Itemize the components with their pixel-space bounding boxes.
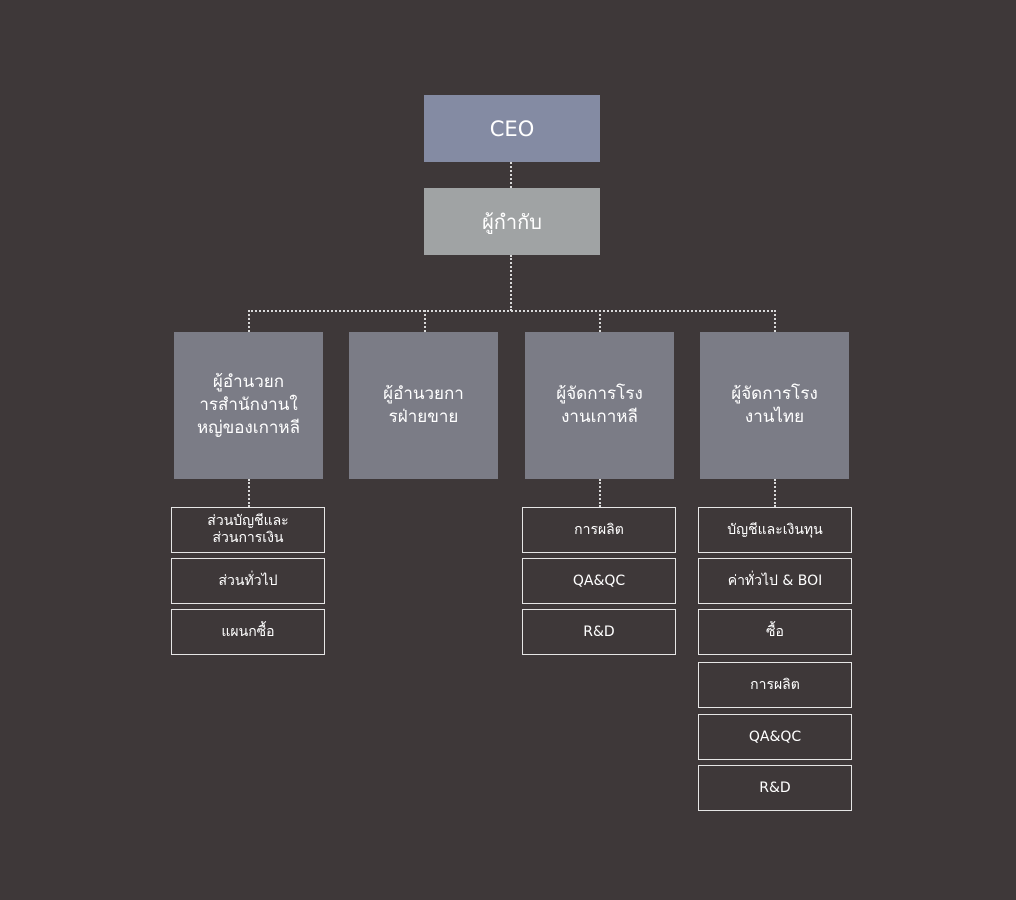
department-label: บัญชีและเงินทุน xyxy=(727,521,823,538)
department-box: การผลิต xyxy=(698,662,852,708)
manager-box-sales: ผู้อำนวยกา รฝ่ายขาย xyxy=(349,332,498,479)
department-label: การผลิต xyxy=(750,676,800,693)
department-label: R&D xyxy=(583,623,615,640)
department-box: การผลิต xyxy=(522,507,676,553)
department-label: ส่วนบัญชีและ ส่วนการเงิน xyxy=(207,513,289,546)
department-box: QA&QC xyxy=(522,558,676,604)
manager-label: ผู้อำนวยกา รฝ่ายขาย xyxy=(383,383,464,427)
department-label: ส่วนทั่วไป xyxy=(218,572,278,589)
department-box: R&D xyxy=(522,609,676,655)
department-label: QA&QC xyxy=(748,728,802,745)
connector-manager-4-departments xyxy=(774,479,776,507)
connector-bus-manager-1 xyxy=(248,310,250,332)
manager-label: ผู้อำนวยก ารสำนักงานใ หญ่ของเกาหลี xyxy=(196,372,301,438)
department-box: บัญชีและเงินทุน xyxy=(698,507,852,553)
department-box: ส่วนทั่วไป xyxy=(171,558,325,604)
department-box: QA&QC xyxy=(698,714,852,760)
department-box: แผนกซื้อ xyxy=(171,609,325,655)
connector-supervisor-bus xyxy=(510,255,512,311)
department-box: ส่วนบัญชีและ ส่วนการเงิน xyxy=(171,507,325,553)
department-box: R&D xyxy=(698,765,852,811)
department-box: ค่าทั่วไป & BOI xyxy=(698,558,852,604)
connector-bus-manager-3 xyxy=(599,310,601,332)
manager-box-thai-factory: ผู้จัดการโรง งานไทย xyxy=(700,332,849,479)
department-label: QA&QC xyxy=(572,572,626,589)
department-label: การผลิต xyxy=(574,521,624,538)
department-label: แผนกซื้อ xyxy=(221,623,275,640)
supervisor-box: ผู้กำกับ xyxy=(424,188,600,255)
department-box: ซื้อ xyxy=(698,609,852,655)
connector-bus-manager-2 xyxy=(424,310,426,332)
manager-box-korea-hq: ผู้อำนวยก ารสำนักงานใ หญ่ของเกาหลี xyxy=(174,332,323,479)
connector-manager-3-departments xyxy=(599,479,601,507)
ceo-box: CEO xyxy=(424,95,600,162)
manager-label: ผู้จัดการโรง งานเกาหลี xyxy=(556,383,643,427)
connector-manager-1-departments xyxy=(248,479,250,507)
manager-box-korea-factory: ผู้จัดการโรง งานเกาหลี xyxy=(525,332,674,479)
ceo-label: CEO xyxy=(489,116,535,141)
manager-label: ผู้จัดการโรง งานไทย xyxy=(731,383,818,427)
department-label: R&D xyxy=(759,779,791,796)
connector-bus xyxy=(248,310,776,312)
connector-ceo-supervisor xyxy=(510,162,512,188)
department-label: ค่าทั่วไป & BOI xyxy=(727,572,823,589)
department-label: ซื้อ xyxy=(766,623,784,640)
supervisor-label: ผู้กำกับ xyxy=(482,209,542,234)
connector-bus-manager-4 xyxy=(774,310,776,332)
